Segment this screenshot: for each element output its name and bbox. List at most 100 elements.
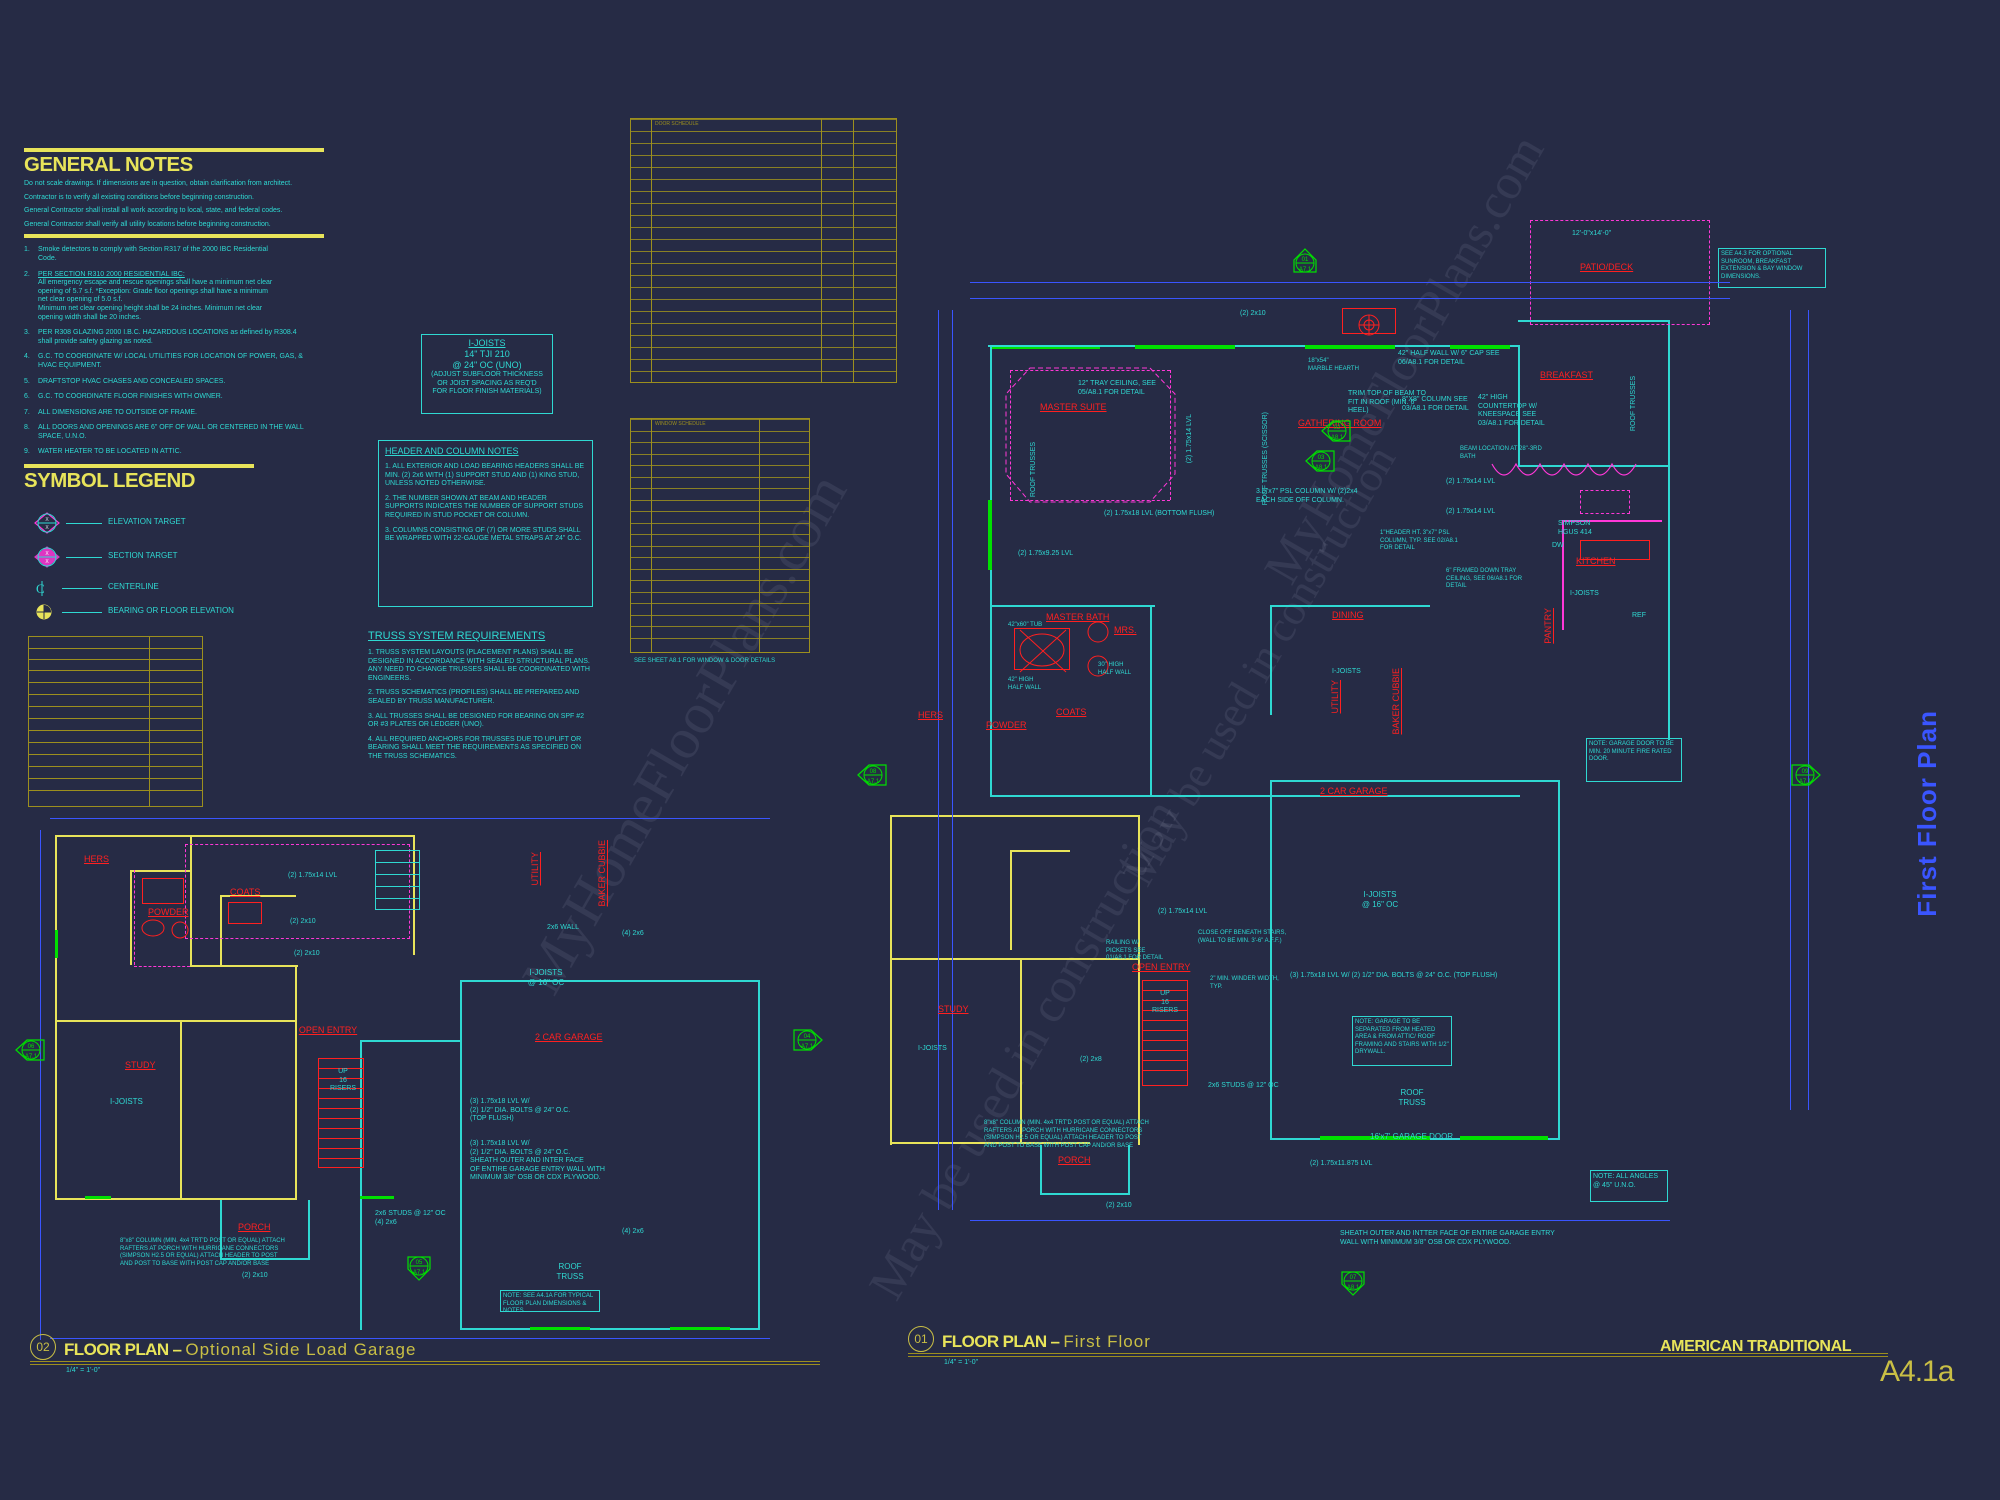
svg-text:02: 02	[1334, 425, 1341, 431]
plan01-note-ijoists-dining: I-JOISTS	[1332, 668, 1361, 675]
plan02-note-a41a: NOTE: SEE A4.1A FOR TYPICAL FLOOR PLAN D…	[500, 1290, 600, 1314]
elevation-target-icon: 02 A8.1	[1321, 420, 1351, 442]
schedule-row-divider	[631, 167, 896, 168]
ijoists-line-2: @ 24" OC (UNO)	[452, 360, 522, 370]
schedule-row-divider	[631, 299, 896, 300]
schedule-row-divider	[631, 263, 896, 264]
plan01-note-lvl-entry: (2) 1.75x14 LVL	[1158, 908, 1208, 915]
general-note-line: shall provide safety glazing as noted.	[38, 337, 153, 345]
target-02-a71[interactable]: 02 A8.1	[1320, 418, 1354, 449]
schedule-row-divider	[631, 511, 809, 512]
target-01-a71-top[interactable]: 01 A7.1	[1288, 248, 1322, 279]
general-note-line: All emergency escape and rescue openings…	[38, 279, 273, 287]
door-schedule: DOOR SCHEDULE	[630, 118, 897, 383]
plan01-room-study: STUDY	[938, 1004, 969, 1014]
schedule-row-divider	[631, 580, 809, 581]
plan01-note-half-wall-cap: 42" HALF WALL W/ 6" CAP SEE 06/A8.1 FOR …	[1398, 350, 1500, 366]
legend-row-centerline: C CENTERLINE	[32, 578, 252, 598]
plan-01-drawing: PATIO/DECK 12'-0"x14'-0" SEE A4.3 FOR OP…	[890, 190, 1910, 1310]
schedule-row-divider	[631, 239, 896, 240]
plan02-note-up-risers: UP 16 RISERS	[326, 1068, 360, 1094]
plan-02-bold-label: FLOOR PLAN	[64, 1340, 169, 1359]
target-04-a71[interactable]: 04 A7.1	[790, 1028, 824, 1057]
general-notes-mid-rule	[24, 234, 324, 239]
centerline-icon: C	[36, 581, 45, 596]
plan02-lvl-a: (3) 1.75x18 LVL W/	[470, 1098, 530, 1105]
schedule-row-divider	[631, 545, 809, 547]
plan01-note-roof-truss-lower: ROOF TRUSS	[1382, 1088, 1442, 1108]
target-07-a81-bottom[interactable]: 07 A8.1	[1336, 1270, 1370, 1301]
schedule-row-divider	[631, 323, 896, 324]
svg-text:A8.1: A8.1	[1347, 1285, 1360, 1291]
plan02-sheath-d: OF ENTIRE GARAGE ENTRY WALL WITH	[470, 1165, 605, 1173]
plan02-note-roof-truss: ROOF TRUSS	[540, 1262, 600, 1282]
ijoists-note-box: I-JOISTS 14" TJI 210 @ 24" OC (UNO) (ADJ…	[421, 334, 553, 414]
schedule-row-divider	[631, 442, 809, 443]
plan01-lvl-bf: (2) 1.75x18 LVL (BOTTOM FLUSH)	[1104, 510, 1215, 517]
plan-02-dash: –	[172, 1340, 182, 1359]
fireplace-icon	[1358, 314, 1380, 336]
plan01-note-lvl-a: (2) 1.75x14 LVL	[1446, 478, 1496, 485]
general-note-item-6: 6. G.C. TO COORDINATE FLOOR FINISHES WITH…	[24, 393, 324, 402]
fixture-icon	[141, 919, 189, 939]
general-note-line: G.C. TO COORDINATE FLOOR FINISHES WITH O…	[38, 393, 223, 401]
legend-row-elevation-target: X X ELEVATION TARGET	[32, 510, 252, 536]
plan01-note-beam-location: BEAM LOCATION AT 28"-3RD BATH	[1460, 446, 1542, 460]
schedule-row-divider	[631, 453, 809, 455]
target-08-a81-left[interactable]: 08 A7.1	[856, 762, 890, 793]
plan02-sheath-e: MINIMUM 3/8" OSB OR CDX PLYWOOD.	[470, 1174, 601, 1182]
plan-02-title-rule-2	[30, 1364, 820, 1365]
plan01-room-powder: POWDER	[986, 720, 1027, 730]
svg-text:X: X	[45, 517, 49, 523]
plan02-lvl-c: (TOP FLUSH)	[470, 1115, 514, 1123]
plan-01-title-rule	[908, 1353, 1888, 1354]
target-03-a71[interactable]: 03 A8.1	[1304, 448, 1338, 479]
general-note-number: 7.	[24, 408, 30, 416]
schedule-row-divider	[631, 591, 809, 593]
plan02-ijoists-a: I-JOISTS	[529, 968, 563, 977]
elevation-target-icon: 03 A8.1	[1305, 450, 1335, 472]
plan02-up-label: UP	[338, 1068, 348, 1075]
target-09-a71-right[interactable]: 09 A7.1	[1788, 762, 1822, 793]
plan-02-title-block: 02 FLOOR PLAN – Optional Side Load Garag…	[30, 1334, 850, 1374]
general-note-line: SPACE, U.N.O.	[38, 432, 87, 440]
general-note-number: 4.	[24, 353, 30, 361]
general-note-number: 6.	[24, 393, 30, 401]
target-06-a71-left[interactable]: 06 A7.1	[14, 1038, 48, 1067]
plan02-note-4-2x6-b: (4) 2x6	[622, 1228, 644, 1235]
svg-text:A8.1: A8.1	[1315, 465, 1328, 471]
plan01-note-winder-width: 2" MIN. WINDER WIDTH, TYP.	[1210, 976, 1279, 990]
plan01-note-hearth: 18"x54" 18"x54" MARBLE HEARTH MARBLE HEA…	[1308, 358, 1359, 373]
master-bath-fixtures-icon	[1019, 621, 1109, 677]
schedule-row-divider	[631, 476, 809, 478]
plan02-riser-count: 16	[339, 1076, 347, 1084]
svg-text:X: X	[45, 551, 49, 557]
plan02-studs-b: (4) 2x6	[375, 1218, 397, 1226]
plan01-room-patio-deck: PATIO/DECK	[1580, 262, 1634, 272]
plan02-note-2x10-a: (2) 2x10	[290, 918, 316, 925]
elevation-target-icon: 08 A7.1	[857, 764, 887, 786]
general-note-item-3: 3.PER R308 GLAZING 2000 I.B.C. HAZARDOUS…	[24, 329, 324, 346]
schedule-row-text: WINDOW SCHEDULE	[655, 421, 706, 427]
plan01-roof-label: ROOF	[1400, 1088, 1424, 1097]
general-note-item-2: 2.PER SECTION R310 2000 RESIDENTIAL IBC:…	[24, 271, 324, 323]
plan02-room-open-entry: OPEN ENTRY	[298, 1025, 358, 1035]
plan01-note-roof-trusses-b: ROOF TRUSSES (SCISSOR)	[1262, 412, 1269, 506]
plan02-sheath-b: (2) 1/2" DIA. BOLTS @ 24" O.C.	[470, 1148, 571, 1156]
plan02-room-powder: POWDER	[148, 907, 189, 917]
plan02-room-garage: 2 CAR GARAGE	[535, 1032, 603, 1042]
plan01-riser-count: 16	[1161, 998, 1169, 1006]
plan01-note-lvl-c: (2) 1.75x14 LVL	[1186, 414, 1193, 464]
plan01-note-garage-separation-2: NOTE: GARAGE TO BE SEPARATED FROM HEATED…	[1352, 1016, 1452, 1066]
plan02-room-porch: PORCH	[238, 1222, 271, 1232]
schedule-row-divider	[631, 119, 896, 120]
general-note-number: 2.	[24, 270, 30, 278]
symbol-legend-title: SYMBOL LEGEND	[24, 470, 195, 492]
plan02-room-hers: HERS	[84, 854, 110, 864]
target-05-a71[interactable]: 05 A7.1	[402, 1255, 436, 1286]
plan01-risers-label: RISERS	[1151, 1007, 1179, 1015]
plan01-hearth-a: 18"x54"	[1308, 358, 1329, 364]
schedule-row-divider	[631, 488, 809, 489]
plan02-room-study: STUDY	[125, 1060, 156, 1070]
schedule-row-divider	[631, 203, 896, 204]
